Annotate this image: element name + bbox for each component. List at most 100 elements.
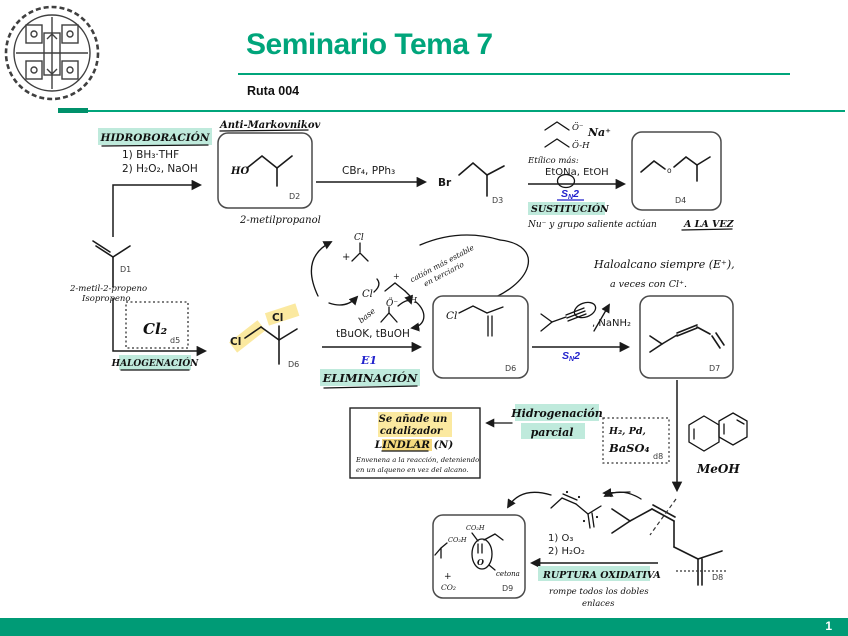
mech-arc-1 bbox=[310, 241, 333, 297]
reagent-etona: EtONa, EtOH bbox=[545, 167, 609, 178]
mech-cl-leaving: Cl bbox=[362, 289, 373, 300]
d6-cl-right: Cl bbox=[272, 312, 283, 324]
hand-circle-alkyne bbox=[573, 301, 597, 319]
d9-co2: CO₂ bbox=[441, 583, 456, 592]
mech-curl bbox=[373, 278, 380, 293]
mech-base-word: base bbox=[357, 306, 378, 325]
compound-label-d9: D9 bbox=[502, 584, 513, 593]
highlight-sustitucion bbox=[528, 202, 605, 215]
compound-box-d6: Cl D6 bbox=[432, 295, 529, 379]
compound-label-d1: D1 bbox=[120, 265, 131, 274]
haloalkane-note-l1: Haloalcano siempre (E⁺), bbox=[593, 258, 735, 271]
compound-box-d4: o D4 bbox=[631, 131, 722, 211]
mech-plus-mid: + bbox=[393, 272, 400, 281]
footer-bar: 1 bbox=[0, 618, 848, 636]
underline bbox=[101, 144, 209, 147]
highlight-eliminacion bbox=[320, 369, 420, 386]
cl2-reagent: Cl₂ bbox=[143, 320, 168, 338]
anti-markovnikov-note: Anti-Markovnikov bbox=[219, 120, 320, 131]
arrow-sketch-d9 bbox=[507, 491, 552, 509]
d4-o: o bbox=[667, 166, 672, 175]
highlight-lindlar-1 bbox=[378, 412, 452, 437]
mech-plus-top: + bbox=[342, 252, 350, 263]
hidrogenacion-l1: Hidrogenación bbox=[510, 407, 602, 420]
sn2-label-2: SN2 bbox=[562, 350, 580, 363]
highlight-ruptura bbox=[538, 566, 650, 581]
compound-d8: D8 bbox=[611, 498, 728, 586]
compound-label-d2: D2 bbox=[289, 192, 300, 201]
meoh-note: MeOH bbox=[696, 462, 740, 476]
step-ozonolysis: 1) O₃ 2) H₂O₂ RUPTURA OXIDATIVA rompe to… bbox=[507, 488, 661, 609]
halogenacion-label: HALOGENACIÓN bbox=[111, 357, 200, 369]
d8-reagent-1: H₂, Pd, bbox=[608, 426, 646, 437]
compound-label-d4: D4 bbox=[675, 196, 686, 205]
compound-d1: D1 2-metil-2-propeno Isopropeno bbox=[69, 240, 147, 304]
compound-d3: Br D3 bbox=[438, 161, 505, 205]
sodium-cation: Na⁺ bbox=[587, 126, 611, 139]
reagent-o3: 1) O₃ bbox=[548, 533, 573, 544]
page-title: Seminario Tema 7 bbox=[246, 28, 493, 61]
compound-label-d7: D7 bbox=[709, 364, 720, 373]
reagent-nanh2: , NaNH₂ bbox=[592, 318, 631, 329]
highlight-lindlar-2 bbox=[382, 439, 432, 451]
d9-acid1: CO₂H bbox=[448, 536, 467, 544]
reagent-h2o2-2: 2) H₂O₂ bbox=[548, 546, 585, 557]
step-substitution: Ö⁻ Na⁺ Ö-H Etílico más: EtONa, EtOH SN2 … bbox=[527, 121, 735, 231]
haloalkane-note: Haloalcano siempre (E⁺), a veces con Cl⁺… bbox=[593, 258, 735, 290]
lindlar-l2: catalizador bbox=[380, 426, 443, 437]
mech-arc-3 bbox=[397, 294, 414, 307]
reagent-h2o2: 2) H₂O₂, NaOH bbox=[122, 163, 198, 175]
reagent-label-d5: d5 bbox=[170, 336, 180, 345]
hand-circle bbox=[556, 173, 576, 189]
cleavage-line-1 bbox=[649, 498, 677, 536]
d2-caption: 2-metilpropanol bbox=[239, 215, 321, 226]
d8-reagent-2: BaSO₄ bbox=[608, 441, 650, 455]
hand-circle-ketone bbox=[471, 538, 493, 570]
mech-attack-arrow bbox=[593, 303, 610, 332]
slide-subtitle: Ruta 004 bbox=[247, 84, 300, 98]
arrow-d8-sketch bbox=[603, 488, 642, 500]
step-bromination: CBr₄, PPh₃ bbox=[316, 165, 428, 188]
ethoxide-o: Ö⁻ bbox=[572, 121, 583, 133]
mech-cl-top: Cl bbox=[354, 233, 364, 243]
reagent-cbr4: CBr₄, PPh₃ bbox=[342, 165, 395, 177]
d7-frame bbox=[639, 295, 734, 379]
sustitucion-label: SUSTITUCIÓN bbox=[531, 203, 609, 215]
e1-label: E1 bbox=[360, 354, 377, 367]
mech-h: H bbox=[409, 296, 418, 305]
d1-name: 2-metil-2-propeno bbox=[69, 284, 147, 294]
university-logo-icon bbox=[4, 5, 100, 101]
sn2-label-1: SN2 bbox=[561, 188, 579, 201]
ethanol-oh: Ö-H bbox=[572, 139, 590, 151]
step-alkynylation: , NaNH₂ SN2 bbox=[532, 301, 631, 363]
highlight-hidrogenacion-1 bbox=[515, 404, 599, 421]
step-hydrogenation: Se añade un catalizador LINDLAR (N) Enve… bbox=[349, 380, 748, 498]
d9-ketone-o: O bbox=[477, 557, 484, 567]
d6-cl-left: Cl bbox=[230, 336, 241, 348]
reagent-box-d8 bbox=[602, 417, 670, 464]
haloalkane-note-l2: a veces con Cl⁺. bbox=[610, 279, 687, 290]
highlight-hidrogenacion-2 bbox=[521, 423, 585, 439]
mech-arc-6 bbox=[419, 234, 501, 246]
d9-acid2: CO₂H bbox=[466, 524, 485, 532]
etilico-note: Etílico más: bbox=[527, 155, 579, 166]
d6box-cl: Cl bbox=[446, 310, 457, 322]
d2-ho: HO bbox=[230, 166, 249, 177]
ruptura-note-1: rompe todos los dobles bbox=[549, 587, 649, 597]
arrow-d1-d2 bbox=[112, 179, 203, 237]
d3-br: Br bbox=[438, 177, 452, 189]
compound-box-d2: Anti-Markovnikov HO D2 2-metilpropanol bbox=[217, 120, 321, 226]
mech-annotation: catión más estable en terciario bbox=[409, 243, 476, 289]
eliminacion-label: ELIMINACIÓN bbox=[322, 371, 418, 385]
hidroboracion-label: HIDROBORACIÓN bbox=[100, 130, 210, 144]
header-rule-accent bbox=[58, 108, 88, 113]
header-rule bbox=[88, 110, 845, 112]
reagent-bh3: 1) BH₃·THF bbox=[122, 149, 179, 161]
lindlar-l1: Se añade un bbox=[379, 414, 448, 425]
reagent-label-d8: d8 bbox=[653, 452, 663, 461]
title-underline bbox=[238, 73, 790, 75]
d9-cetona: cetona bbox=[496, 570, 520, 578]
ruptura-label: RUPTURA OXIDATIVA bbox=[542, 570, 661, 581]
page-number: 1 bbox=[825, 619, 832, 633]
